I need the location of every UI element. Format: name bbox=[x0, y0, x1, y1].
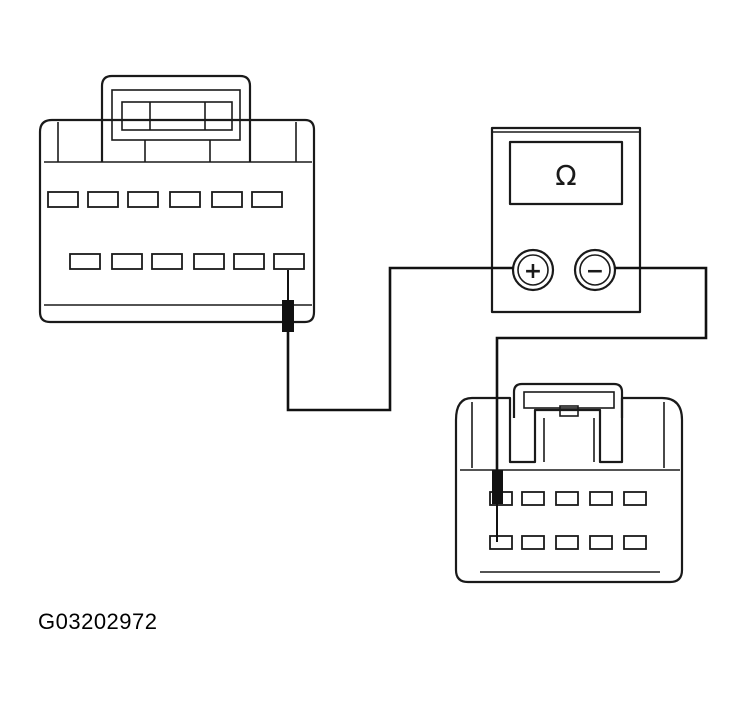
pin bbox=[193, 253, 225, 270]
pin bbox=[211, 191, 243, 208]
pin bbox=[151, 253, 183, 270]
pin bbox=[521, 491, 545, 506]
connector-b-pin-row-upper bbox=[489, 491, 647, 506]
connector-a bbox=[38, 74, 316, 324]
pin bbox=[489, 535, 513, 550]
pin bbox=[589, 535, 613, 550]
meter-display-symbol: Ω bbox=[555, 159, 576, 192]
positive-terminal-label: + bbox=[524, 259, 542, 284]
pin bbox=[127, 191, 159, 208]
pin bbox=[169, 191, 201, 208]
connector-b-pin-row-lower bbox=[489, 535, 647, 550]
pin bbox=[87, 191, 119, 208]
positive-test-lead bbox=[286, 266, 513, 412]
pin bbox=[589, 491, 613, 506]
pin bbox=[251, 191, 283, 208]
pin bbox=[47, 191, 79, 208]
pin bbox=[623, 535, 647, 550]
pin bbox=[69, 253, 101, 270]
negative-terminal: − bbox=[573, 248, 617, 292]
pin bbox=[233, 253, 265, 270]
positive-terminal: + bbox=[511, 248, 555, 292]
pin bbox=[521, 535, 545, 550]
pin bbox=[111, 253, 143, 270]
connector-a-pin-row-lower bbox=[69, 253, 305, 270]
negative-terminal-label: − bbox=[586, 259, 604, 284]
pin bbox=[623, 491, 647, 506]
figure-id: G03202972 bbox=[38, 609, 158, 634]
connector-b bbox=[454, 382, 684, 584]
connector-a-pin-row-upper bbox=[47, 191, 283, 208]
probe-b bbox=[492, 470, 503, 542]
pin bbox=[555, 491, 579, 506]
negative-test-lead bbox=[495, 266, 708, 470]
pin bbox=[273, 253, 305, 270]
pin bbox=[555, 535, 579, 550]
meter-display bbox=[508, 140, 624, 206]
probe-a bbox=[282, 270, 294, 332]
ohmmeter: Ω + − bbox=[490, 126, 642, 314]
